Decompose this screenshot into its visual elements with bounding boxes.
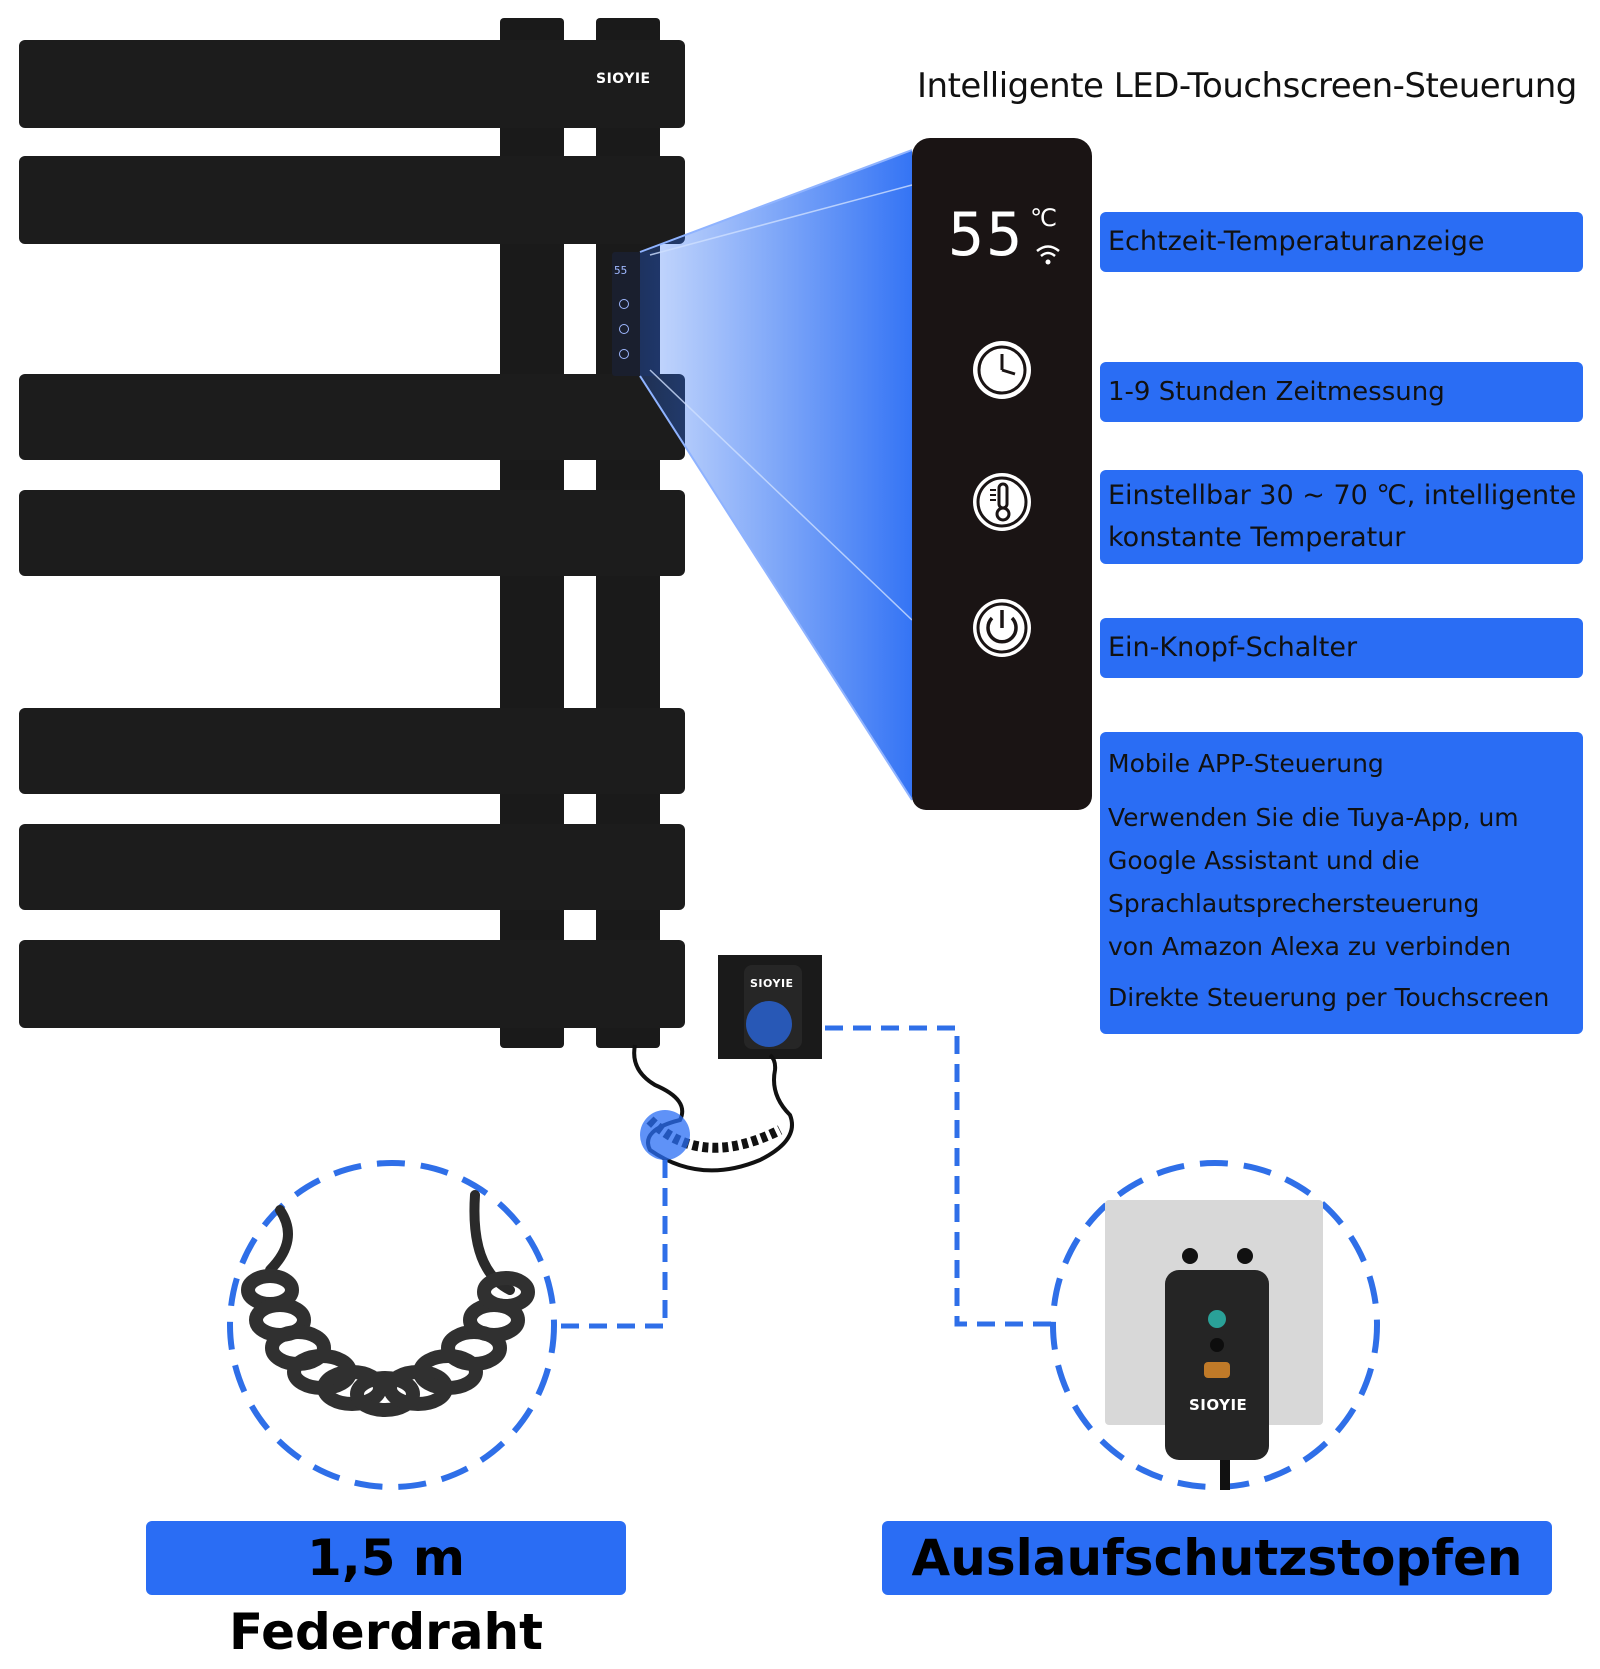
feature-temperature-display: Echtzeit-Temperaturanzeige [1100, 212, 1583, 272]
wall-socket: SIOYIE [718, 955, 822, 1059]
rail-bar-2 [19, 156, 685, 244]
feature-one-button-switch: Ein-Knopf-Schalter [1100, 618, 1583, 678]
zoom-beam [639, 149, 913, 801]
plug-pin-left [1182, 1248, 1198, 1264]
rail-bar-7 [19, 940, 685, 1028]
temperature-readout: 55 [948, 200, 1025, 270]
wifi-icon [1036, 245, 1060, 265]
label-leak-protection-plug: Auslaufschutzstopfen [882, 1521, 1552, 1595]
coiled-cable-image [241, 1190, 535, 1417]
feature-mobile-app: Mobile APP-Steuerung Verwenden Sie die T… [1100, 732, 1583, 1034]
plug-status-led [1208, 1310, 1226, 1328]
plug-image: SIOYIE [1105, 1200, 1323, 1460]
thermometer-icon[interactable] [970, 470, 1034, 534]
rail-brand-logo: SIOYIE [596, 71, 651, 87]
plug-cable [1220, 1460, 1230, 1490]
clock-icon[interactable] [970, 338, 1034, 402]
rail-small-display: 55 [614, 264, 628, 277]
rail-small-power-icon [619, 349, 629, 359]
towel-rail: SIOYIE 55 [0, 0, 700, 1060]
control-panel: 55 ℃ [912, 138, 1092, 810]
rail-bar-4 [19, 490, 685, 576]
feature-timer: 1-9 Stunden Zeitmessung [1100, 362, 1583, 422]
power-icon[interactable] [970, 596, 1034, 660]
socket-plug-highlight [746, 1001, 792, 1047]
rail-small-thermo-icon [619, 324, 629, 334]
feature-adjustable-temperature: Einstellbar 30 ~ 70 ℃, intelligente kons… [1100, 470, 1583, 564]
rail-small-clock-icon [619, 299, 629, 309]
label-spring-cable: 1,5 m Federdraht [146, 1521, 626, 1661]
plug-brand-logo: SIOYIE [1189, 1396, 1248, 1414]
plug-reset-button[interactable] [1204, 1362, 1230, 1378]
rail-bar-3 [19, 374, 685, 460]
socket-brand-logo: SIOYIE [750, 977, 794, 990]
rail-bar-1 [19, 40, 685, 128]
plug-pin-right [1237, 1248, 1253, 1264]
rail-bar-6 [19, 824, 685, 910]
cable-and-connectors [227, 1025, 1380, 1490]
socket-plug: SIOYIE [744, 965, 802, 1049]
plug-body: SIOYIE [1165, 1270, 1269, 1460]
plug-test-button[interactable] [1210, 1338, 1224, 1352]
page-title: Intelligente LED-Touchscreen-Steuerung [917, 66, 1577, 106]
rail-bar-5 [19, 708, 685, 794]
temperature-unit: ℃ [1030, 204, 1057, 232]
